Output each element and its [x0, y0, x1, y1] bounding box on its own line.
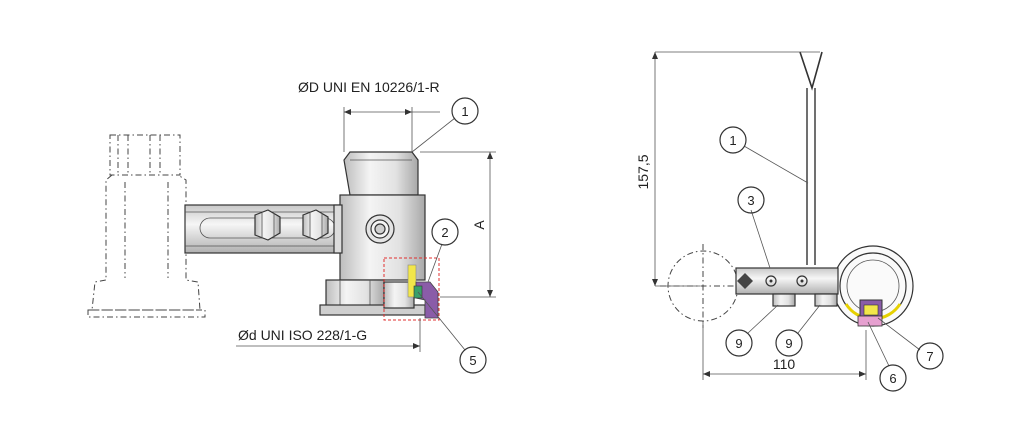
dim-height: 157,5 [635, 51, 820, 287]
callout-1-right: 1 [719, 126, 809, 184]
rod [799, 51, 823, 265]
callout-7-right: 7 [877, 317, 944, 370]
dim-width: 110 [702, 322, 867, 380]
dim-a-label: A [471, 220, 487, 230]
clamp-bar [735, 267, 839, 307]
svg-text:1: 1 [461, 104, 468, 119]
svg-text:9: 9 [735, 336, 742, 351]
dim-top-label: ØD UNI EN 10226/1-R [298, 79, 440, 95]
bolt-1 [254, 209, 281, 241]
svg-text:6: 6 [889, 371, 896, 386]
dim-height-label: 157,5 [635, 154, 651, 189]
callout-9b-right: 9 [775, 304, 821, 357]
dim-top: ØD UNI EN 10226/1-R [298, 79, 440, 152]
svg-text:7: 7 [926, 349, 933, 364]
right-view: 157,5 110 1 3 9 9 [635, 51, 944, 392]
phantom-fitting [87, 134, 206, 318]
callout-3-right: 3 [737, 186, 771, 269]
svg-text:1: 1 [729, 133, 736, 148]
dim-bottom-label: Ød UNI ISO 228/1-G [238, 327, 367, 343]
svg-text:3: 3 [747, 193, 754, 208]
callout-2-left: 2 [427, 218, 459, 283]
valve-body [319, 151, 426, 316]
svg-text:2: 2 [441, 225, 448, 240]
left-view: ØD UNI EN 10226/1-R A Ød UNI ISO 228/1-G… [87, 79, 496, 374]
svg-text:5: 5 [469, 353, 476, 368]
dim-bottom: Ød UNI ISO 228/1-G [236, 318, 421, 352]
callout-1-left: 1 [411, 97, 479, 153]
dim-width-label: 110 [773, 356, 796, 372]
callout-9a-right: 9 [725, 304, 779, 357]
dim-a: A [420, 151, 496, 298]
callout-5-left: 5 [417, 291, 487, 374]
bolt-2 [302, 209, 329, 241]
callout-6-right: 6 [867, 321, 907, 392]
pipe-section [832, 245, 914, 327]
svg-text:9: 9 [785, 336, 792, 351]
